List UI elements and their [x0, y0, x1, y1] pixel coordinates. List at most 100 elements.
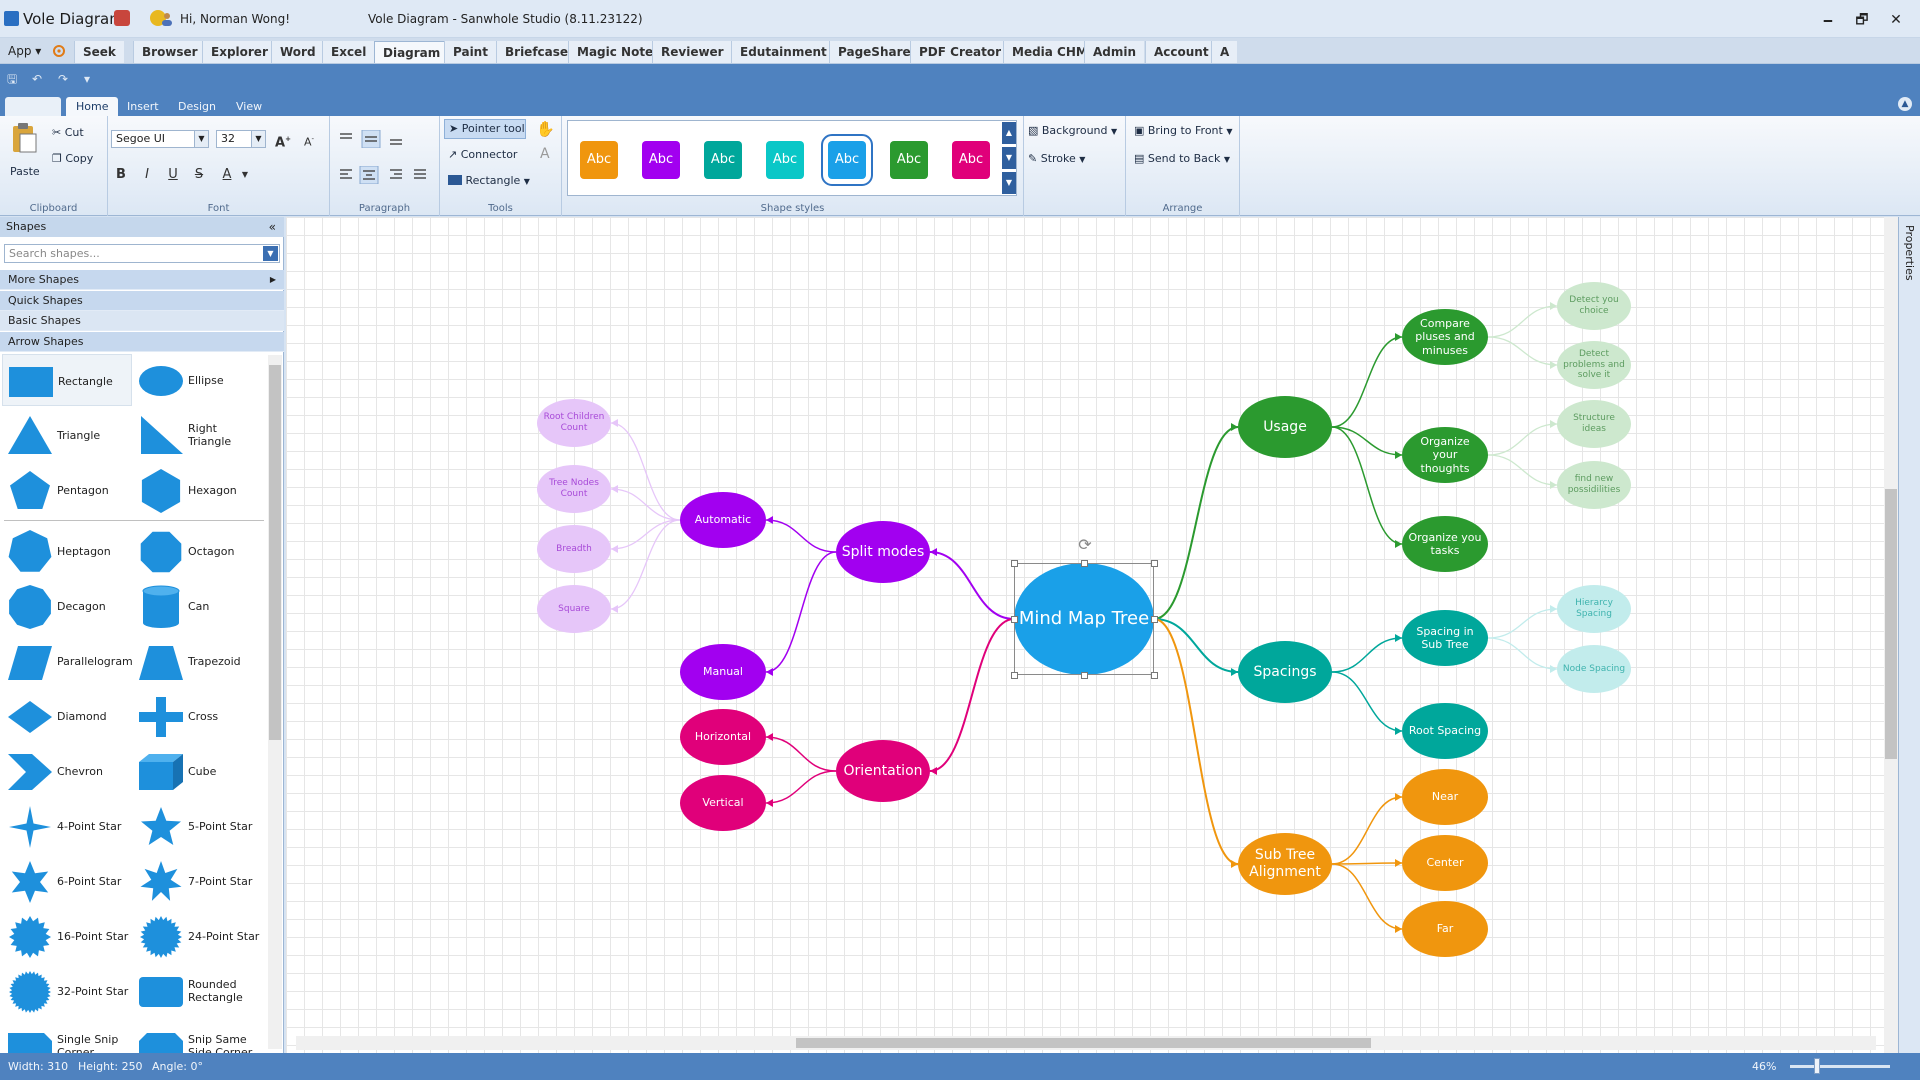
rotate-handle-icon[interactable]: ⟳ [1078, 535, 1092, 554]
branch-node[interactable]: Spacings [1238, 641, 1332, 703]
child-node[interactable]: Horizontal [680, 709, 766, 765]
menu-tab-seek[interactable]: Seek [74, 41, 124, 63]
shape-category-quick-shapes[interactable]: Quick Shapes [0, 290, 284, 311]
paste-button[interactable]: Paste [10, 165, 40, 178]
gallery-scroll-up[interactable]: ▲ [1002, 122, 1016, 144]
child-node[interactable]: Vertical [680, 775, 766, 831]
child-node[interactable]: Center [1402, 835, 1488, 891]
cut-button[interactable]: ✂ Cut [52, 126, 84, 139]
shape-category-more-shapes[interactable]: More Shapes▶ [0, 270, 284, 290]
collapse-panel-icon[interactable]: « [268, 220, 276, 234]
shield-icon[interactable] [114, 10, 130, 26]
font-family-select[interactable]: Segoe UI▼ [111, 130, 209, 148]
shape-tile-can[interactable]: Can [133, 580, 263, 632]
menu-tab-a[interactable]: A [1211, 41, 1238, 63]
shrink-font-icon[interactable]: A- [303, 135, 315, 149]
leaf-node[interactable]: Detect you choice [1557, 282, 1631, 330]
shape-tile-hexagon[interactable]: Hexagon [133, 464, 263, 516]
leaf-node[interactable]: find new possidilities [1557, 461, 1631, 509]
shape-tile-parallelogram[interactable]: Parallelogram [2, 635, 133, 687]
shape-tile-rounded-rectangle[interactable]: Rounded Rectangle [133, 965, 263, 1017]
shape-tile-32-point-star[interactable]: 32-Point Star [2, 965, 132, 1017]
resize-handle[interactable] [1151, 672, 1158, 679]
ribbon-tab-home[interactable]: Home [66, 97, 119, 116]
menu-tab-diagram[interactable]: Diagram [374, 41, 450, 63]
menu-tab-explorer[interactable]: Explorer [202, 41, 276, 63]
root-node[interactable]: Mind Map Tree [1014, 563, 1154, 675]
child-node[interactable]: Manual [680, 644, 766, 700]
italic-button[interactable]: I [145, 167, 149, 182]
shape-tile-rectangle[interactable]: Rectangle [2, 354, 132, 406]
menu-tab-pageshare[interactable]: PageShare [829, 41, 919, 63]
underline-button[interactable]: U [168, 167, 178, 182]
branch-node[interactable]: Sub Tree Alignment [1238, 833, 1332, 895]
redo-icon[interactable]: ↷ [58, 72, 69, 86]
menu-tab-edutainment[interactable]: Edutainment [731, 41, 835, 63]
collapse-ribbon-icon[interactable]: ▲ [1898, 97, 1912, 111]
shape-tile-cross[interactable]: Cross [133, 690, 263, 742]
shape-tile-pentagon[interactable]: Pentagon [2, 464, 132, 516]
shape-tile-16-point-star[interactable]: 16-Point Star [2, 910, 132, 962]
child-node[interactable]: Root Spacing [1402, 703, 1488, 759]
menu-tab-pdf-creator[interactable]: PDF Creator [910, 41, 1009, 63]
properties-panel-tab[interactable]: Properties [1898, 217, 1920, 1053]
strikethrough-button[interactable]: S [194, 167, 204, 182]
gallery-scroll-down[interactable]: ▼ [1002, 147, 1016, 169]
shapes-scrollbar[interactable] [268, 355, 282, 1049]
hand-tool-icon[interactable]: ✋ [536, 120, 555, 138]
scroll-thumb[interactable] [1885, 489, 1897, 759]
menu-tab-word[interactable]: Word [271, 41, 324, 63]
font-color-button[interactable]: A [222, 167, 232, 182]
child-node[interactable]: Far [1402, 901, 1488, 957]
shape-tile-chevron[interactable]: Chevron [2, 745, 132, 797]
shape-category-arrow-shapes[interactable]: Arrow Shapes [0, 331, 284, 352]
minimize-button[interactable]: 🗕 [1823, 12, 1833, 28]
menu-tab-paint[interactable]: Paint [444, 41, 496, 63]
save-icon[interactable]: 🖫 [7, 72, 18, 86]
resize-handle[interactable] [1011, 616, 1018, 623]
gallery-expand[interactable]: ▼ [1002, 172, 1016, 194]
shape-tile-ellipse[interactable]: Ellipse [133, 354, 263, 406]
menu-tab-account[interactable]: Account [1145, 41, 1217, 63]
app-menu[interactable]: App ▾ [8, 44, 42, 58]
shape-tile-triangle[interactable]: Triangle [2, 409, 132, 461]
shape-style-swatch[interactable]: Abc [580, 141, 618, 179]
menu-tab-magic-note[interactable]: Magic Note [568, 41, 662, 63]
resize-handle[interactable] [1151, 616, 1158, 623]
child-node[interactable]: Compare pluses and minuses [1402, 309, 1488, 365]
chevron-down-icon[interactable]: ▼ [263, 246, 278, 261]
bold-button[interactable]: B [116, 167, 126, 182]
menu-tab-admin[interactable]: Admin [1084, 41, 1145, 63]
leaf-node[interactable]: Tree Nodes Count [537, 465, 611, 513]
undo-icon[interactable]: ↶ [32, 72, 43, 86]
menu-tab-reviewer[interactable]: Reviewer [652, 41, 732, 63]
shape-tile-7-point-star[interactable]: 7-Point Star [133, 855, 263, 907]
resize-handle[interactable] [1011, 560, 1018, 567]
shape-tile-diamond[interactable]: Diamond [2, 690, 132, 742]
canvas-horizontal-scrollbar[interactable] [296, 1036, 1876, 1050]
ribbon-tab-insert[interactable]: Insert [127, 100, 159, 113]
shape-tile-cube[interactable]: Cube [133, 745, 263, 797]
grow-font-icon[interactable]: A+ [275, 135, 291, 151]
pointer-tool-button[interactable]: ➤ Pointer tool [444, 119, 526, 139]
sync-icon[interactable] [52, 44, 66, 58]
background-button[interactable]: ▧ Background ▼ [1028, 124, 1118, 137]
shape-tile-heptagon[interactable]: Heptagon [2, 525, 132, 577]
restore-button[interactable]: 🗗 [1855, 12, 1869, 28]
child-node[interactable]: Automatic [680, 492, 766, 548]
leaf-node[interactable]: Node Spacing [1557, 645, 1631, 693]
shape-tile-5-point-star[interactable]: 5-Point Star [133, 800, 263, 852]
send-to-back-button[interactable]: ▤ Send to Back ▼ [1134, 152, 1230, 165]
child-node[interactable]: Near [1402, 769, 1488, 825]
file-button[interactable] [5, 97, 61, 116]
customize-toolbar-icon[interactable]: ▾ [84, 72, 91, 86]
copy-button[interactable]: ❐ Copy [52, 152, 94, 165]
leaf-node[interactable]: Square [537, 585, 611, 633]
shape-tile-right-triangle[interactable]: Right Triangle [133, 409, 263, 461]
leaf-node[interactable]: Breadth [537, 525, 611, 573]
resize-handle[interactable] [1151, 560, 1158, 567]
shape-tile-24-point-star[interactable]: 24-Point Star [133, 910, 263, 962]
stroke-button[interactable]: ✎ Stroke ▼ [1028, 152, 1086, 165]
leaf-node[interactable]: Hierarcy Spacing [1557, 585, 1631, 633]
